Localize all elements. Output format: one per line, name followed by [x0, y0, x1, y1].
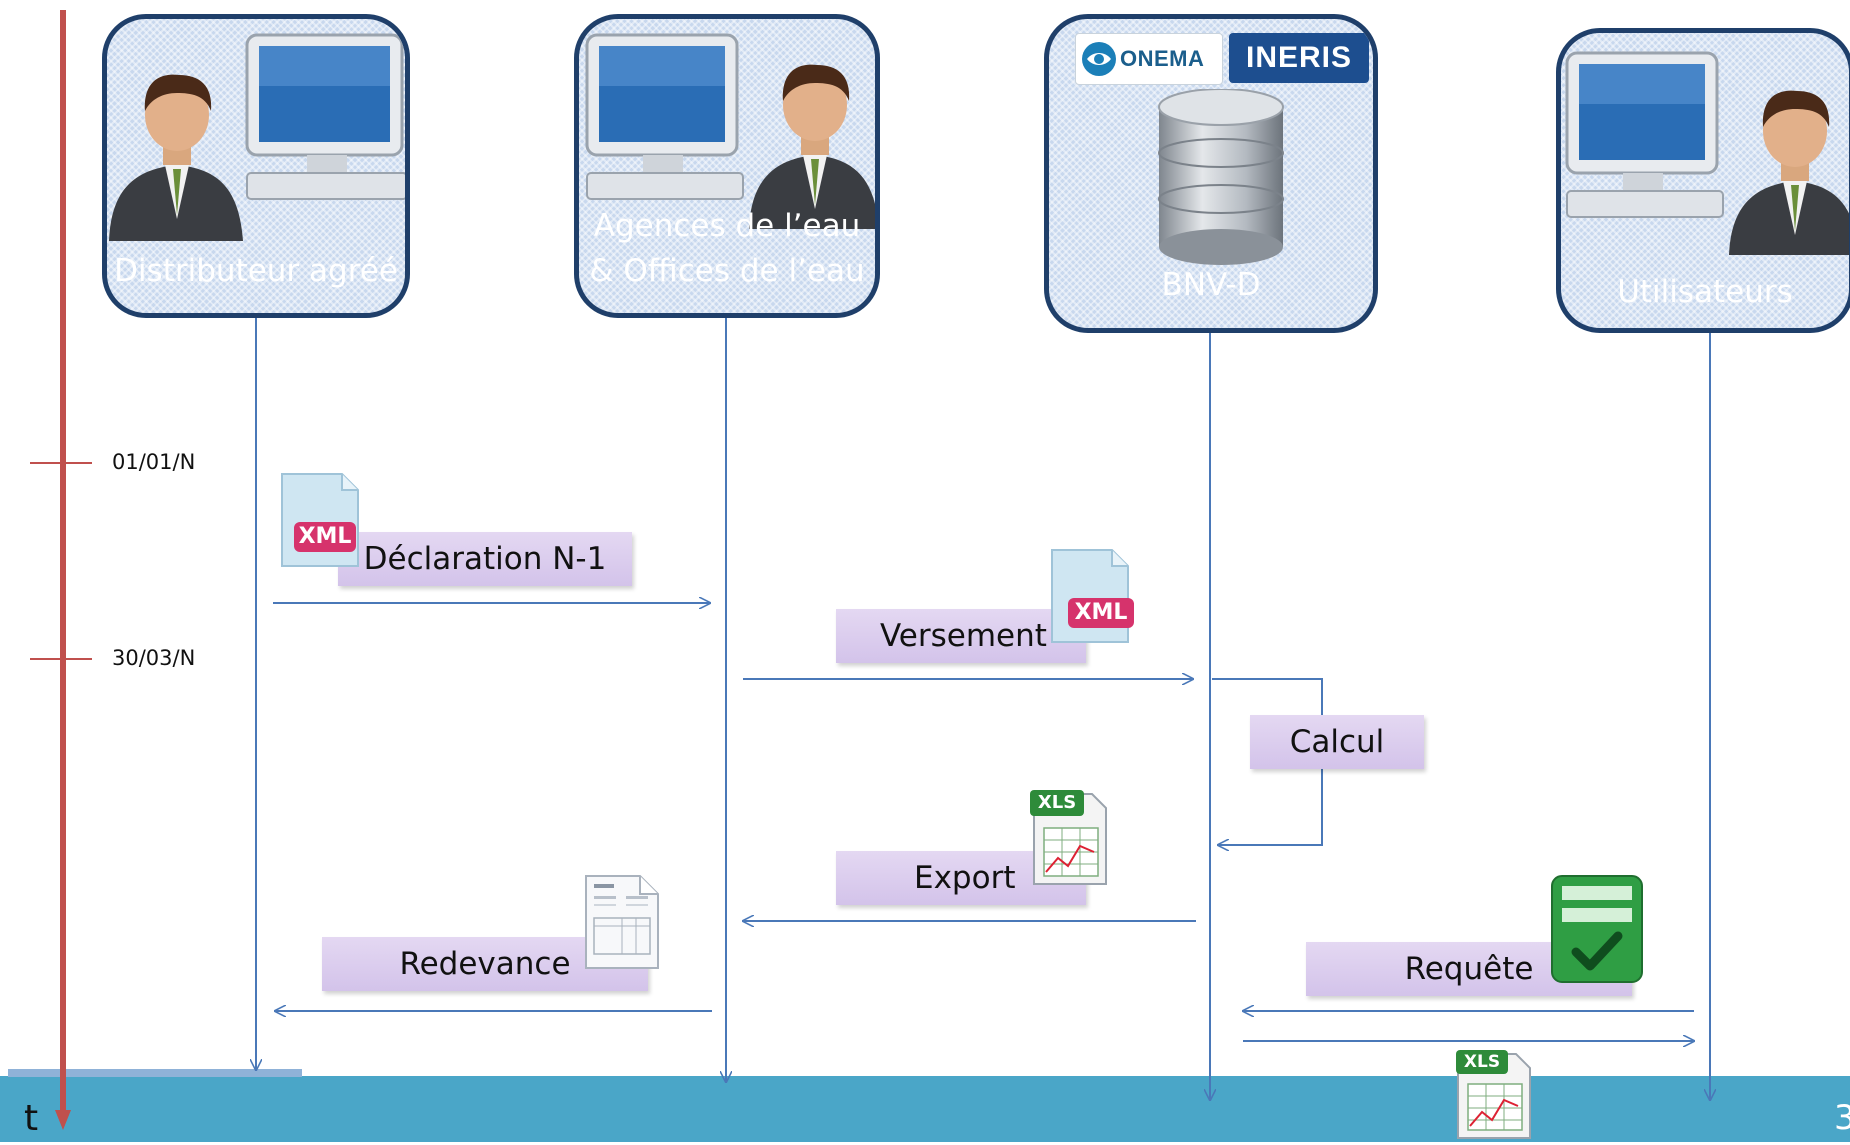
ineris-logo: INERIS — [1229, 33, 1369, 83]
invoice-icon — [584, 874, 660, 970]
xls-file-icon: XLS — [1452, 1048, 1542, 1140]
timeline-date-1: 01/01/N — [112, 450, 196, 474]
slide-number: 3 — [1834, 1098, 1850, 1138]
xml-badge: XML — [294, 522, 356, 552]
onema-logo-icon — [1082, 42, 1116, 76]
invoice-graphic — [585, 875, 659, 969]
message-label-calcul: Calcul — [1250, 715, 1424, 769]
person-computer-icon — [1565, 51, 1849, 255]
actor-bnvd: ONEMA INERIS BNV-D — [1044, 14, 1378, 333]
xls-file-icon: XLS — [1028, 788, 1118, 888]
actor-label: BNV-D — [1161, 267, 1261, 303]
footer-band — [0, 1076, 1850, 1142]
xml-file-icon: XML — [280, 472, 376, 568]
message-label-versement: Versement — [836, 609, 1086, 663]
form-check-graphic — [1551, 875, 1643, 983]
actor-label: Distributeur agréé — [114, 253, 398, 289]
database-icon — [1158, 89, 1284, 265]
actor-utilisateurs: Utilisateurs — [1556, 28, 1850, 333]
xml-file-icon: XML — [1050, 548, 1150, 644]
actor-distributeur: Distributeur agréé — [102, 14, 410, 318]
form-check-icon — [1550, 874, 1644, 984]
xls-badge: XLS — [1030, 790, 1084, 816]
actor-label-line-1: Agences de l’eau — [593, 208, 861, 244]
xls-file-graphic — [1033, 793, 1107, 885]
onema-logo-text: ONEMA — [1120, 46, 1205, 71]
xml-file-graphic — [281, 473, 359, 567]
actor-label-line-2: & Offices de l’eau — [589, 253, 865, 289]
ineris-logo-text: INERIS — [1245, 41, 1353, 74]
actor-agences: Agences de l’eau & Offices de l’eau — [574, 14, 880, 318]
person-computer-icon — [585, 33, 875, 229]
xml-badge: XML — [1068, 598, 1134, 628]
footer-band-accent — [8, 1069, 302, 1077]
onema-logo: ONEMA — [1075, 33, 1223, 85]
message-label-declaration: Déclaration N-1 — [338, 532, 632, 586]
timeline-date-2: 30/03/N — [112, 646, 196, 670]
person-computer-icon — [109, 33, 405, 241]
xls-badge: XLS — [1456, 1050, 1508, 1074]
xml-file-graphic — [1051, 549, 1129, 643]
actor-label: Utilisateurs — [1617, 274, 1793, 310]
timeline-axis-label: t — [24, 1098, 39, 1139]
